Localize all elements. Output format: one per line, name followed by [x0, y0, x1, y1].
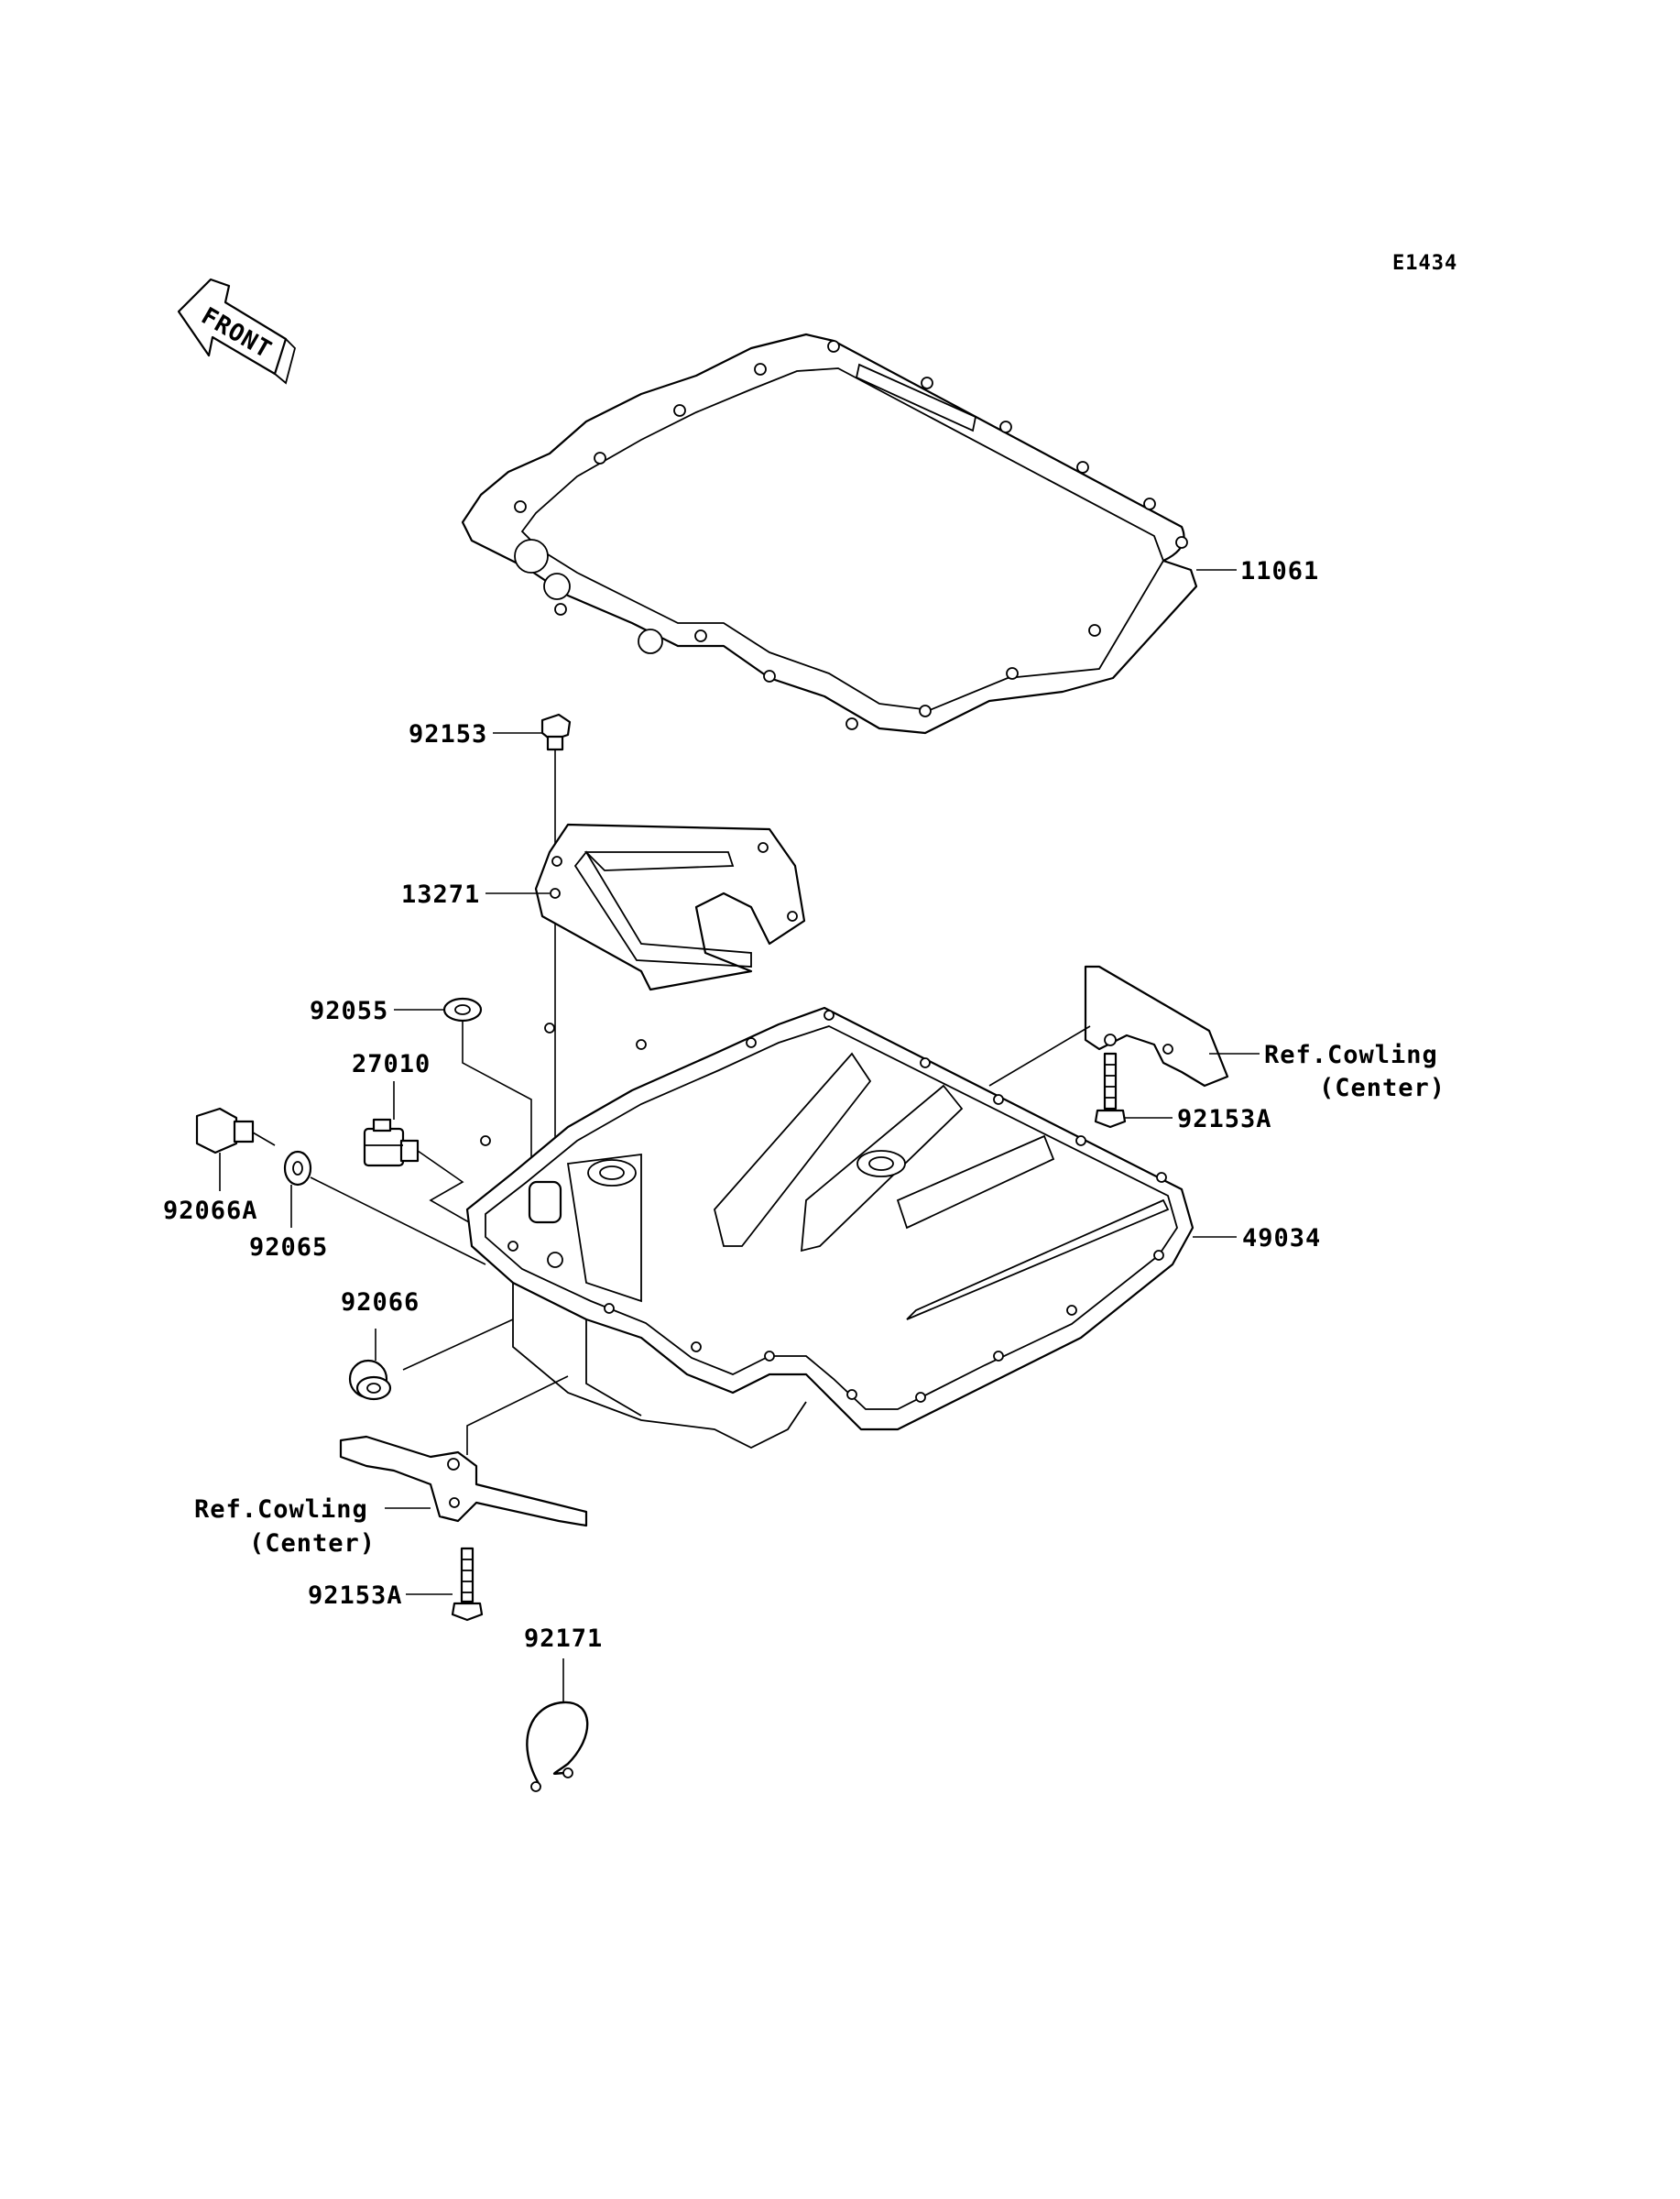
- label-27010: 27010: [352, 1050, 431, 1078]
- cowling-bracket-right: [1084, 965, 1229, 1088]
- oil-pressure-switch-27010: [363, 1118, 420, 1167]
- drain-plug-92066A: [195, 1107, 255, 1154]
- ref-cowling-right-line2: (Center): [1319, 1074, 1445, 1102]
- cowling-bracket-left: [339, 1435, 588, 1527]
- label-92066: 92066: [341, 1288, 420, 1317]
- ref-cowling-right-line1: Ref.Cowling: [1264, 1041, 1438, 1069]
- bolt-92153: [540, 713, 572, 751]
- label-92153A-left: 92153A: [308, 1581, 403, 1610]
- label-92066A: 92066A: [163, 1197, 258, 1225]
- oil-pan-49034: [465, 1006, 1195, 1450]
- washer-92055: [442, 997, 483, 1023]
- label-92065: 92065: [249, 1233, 328, 1262]
- bolt-92153A-left: [451, 1547, 484, 1622]
- ref-cowling-left-line1: Ref.Cowling: [194, 1495, 368, 1524]
- label-92055: 92055: [310, 997, 388, 1025]
- baffle-plate-13271: [534, 823, 806, 991]
- label-92153: 92153: [409, 720, 487, 749]
- label-13271: 13271: [401, 881, 480, 909]
- ref-cowling-left-line2: (Center): [249, 1529, 376, 1558]
- figure-code: E1434: [1392, 252, 1457, 275]
- label-11061: 11061: [1240, 557, 1319, 585]
- label-49034: 49034: [1242, 1224, 1321, 1253]
- washer-92065: [283, 1150, 312, 1187]
- bolt-92153A-right: [1094, 1052, 1127, 1129]
- front-arrow-icon: FRONT: [177, 278, 297, 385]
- oil-pan-gasket: [461, 333, 1198, 735]
- clamp-92171: [526, 1701, 589, 1792]
- plug-92066: [348, 1359, 392, 1401]
- label-92171: 92171: [524, 1625, 603, 1653]
- label-92153A-right: 92153A: [1177, 1105, 1272, 1133]
